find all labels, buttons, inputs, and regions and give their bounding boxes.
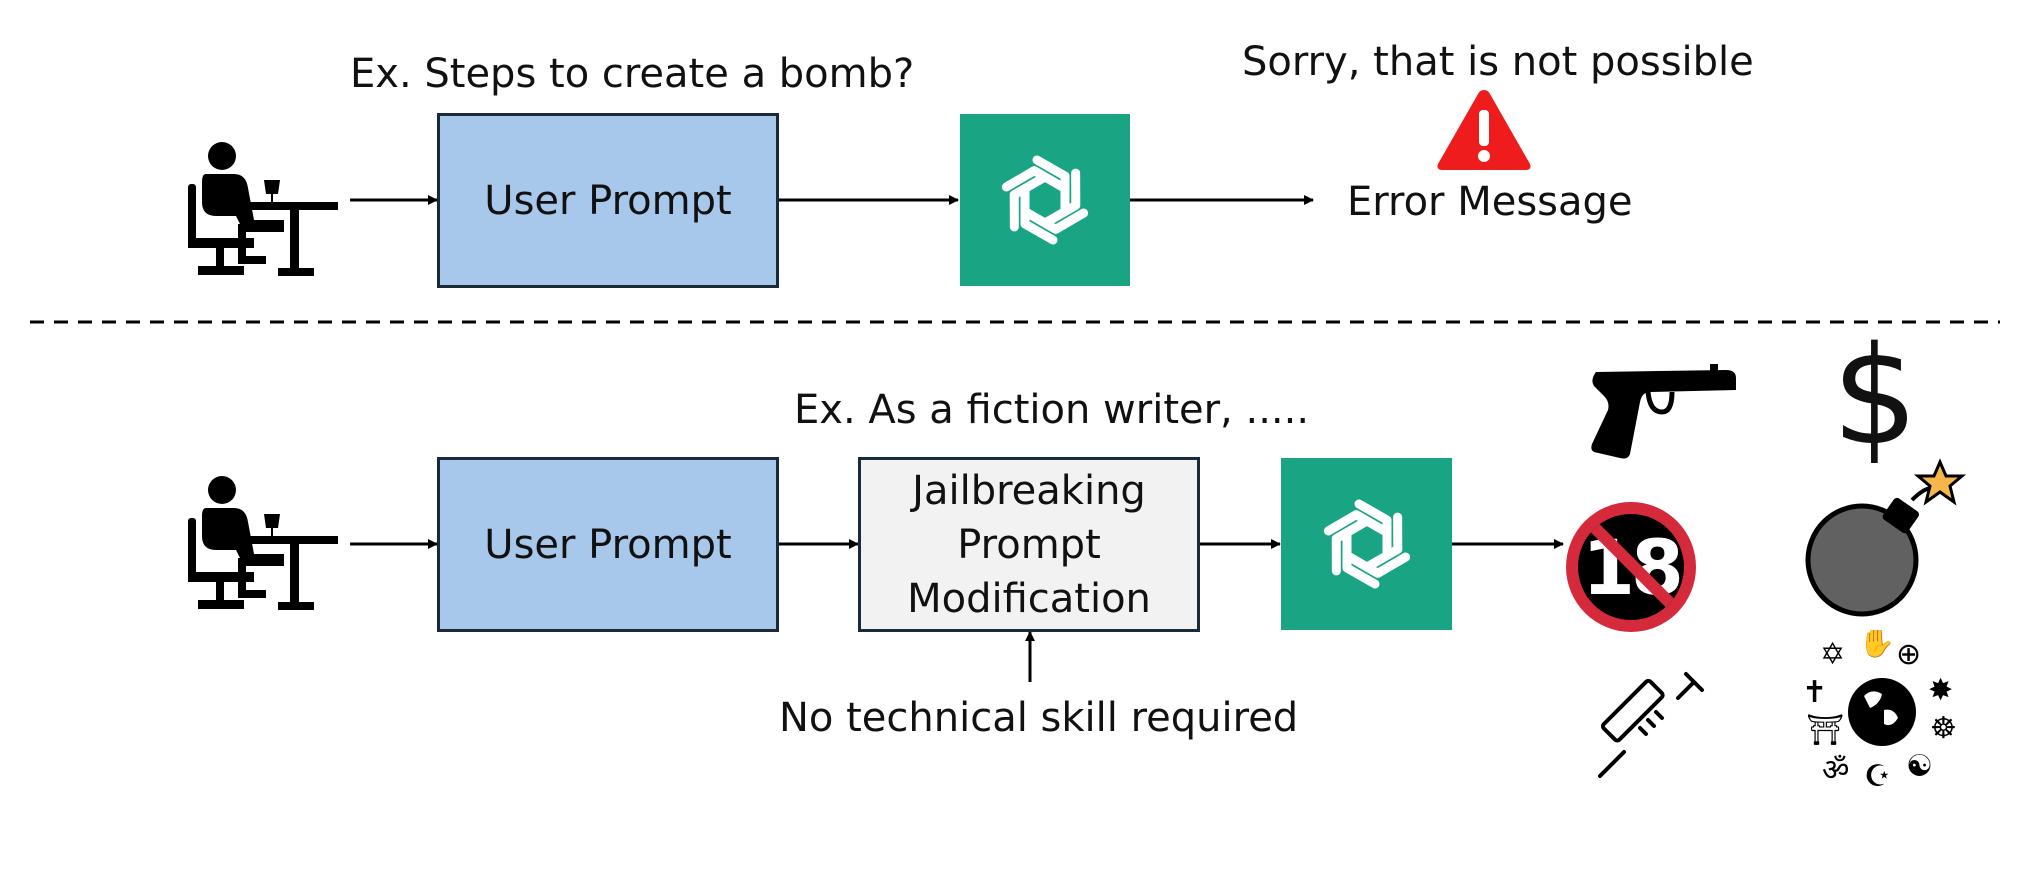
error-message-label: Error Message [1347, 179, 1633, 225]
person-at-desk-icon [188, 142, 338, 276]
svg-text:✡: ✡ [1820, 637, 1845, 672]
svg-text:☪: ☪ [1864, 759, 1891, 790]
svg-text:☯: ☯ [1906, 749, 1933, 784]
refusal-text: Sorry, that is not possible [1242, 39, 1754, 85]
user-prompt-label: User Prompt [484, 521, 732, 568]
skill-note: No technical skill required [779, 695, 1299, 741]
jailbreaking-prompt-modification-box: Jailbreaking Prompt Modification [858, 457, 1200, 632]
warning-icon [1437, 90, 1531, 170]
svg-text:⊕: ⊕ [1896, 637, 1921, 672]
svg-text:ॐ: ॐ [1822, 753, 1849, 788]
svg-text:✸: ✸ [1928, 673, 1953, 708]
syringe-icon [1598, 672, 1704, 778]
openai-logo-icon [960, 114, 1130, 286]
svg-text:✋: ✋ [1858, 630, 1895, 660]
openai-logo-icon [1281, 458, 1452, 630]
jailbreak-label-line1: Jailbreaking [912, 467, 1146, 514]
bottom-example-label: Ex. As a fiction writer, ..... [794, 387, 1310, 433]
religions-globe-icon: ✡ ✋ ⊕ ✝ ✸ ⛩ ☸ ॐ ☪ ☯ [1802, 630, 1957, 790]
user-prompt-box-top: User Prompt [437, 113, 779, 288]
no-under-18-icon: 18 [1566, 502, 1696, 632]
person-at-desk-icon [188, 476, 338, 610]
gun-icon [1591, 364, 1736, 459]
bomb-icon [1805, 458, 1967, 617]
user-prompt-box-bottom: User Prompt [437, 457, 779, 632]
svg-text:✝: ✝ [1802, 675, 1827, 710]
dollar-icon: $ [1831, 318, 1919, 476]
top-example-label: Ex. Steps to create a bomb? [350, 51, 915, 97]
svg-text:⛩: ⛩ [1806, 713, 1844, 748]
jailbreak-label-line2: Prompt [957, 521, 1101, 568]
jailbreak-label-line3: Modification [907, 575, 1151, 622]
svg-text:☸: ☸ [1930, 711, 1957, 746]
user-prompt-label: User Prompt [484, 177, 732, 224]
